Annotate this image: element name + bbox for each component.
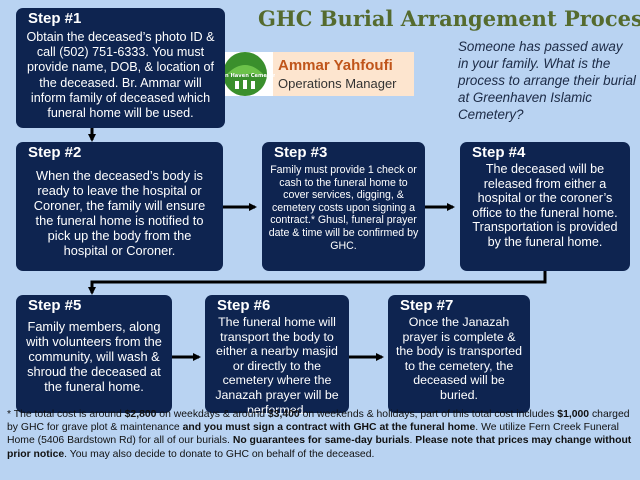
step-5-box: Step #5 Family members, along with volun… [16,295,172,413]
step-3-box: Step #3 Family must provide 1 check or c… [262,142,425,271]
step-5-text: Family members, along with volunteers fr… [26,319,162,394]
cemetery-logo-icon: Green Haven Cemetery [211,50,280,98]
footnote-price-change-note: Please note that prices may change witho… [7,435,632,460]
step-2-box: Step #2 When the deceased’s body is read… [16,142,223,271]
footnote-part: * The total cost is around [7,409,125,420]
step-5-label: Step #5 [28,297,82,314]
footnote-part: . You may also decide to donate to GHC o… [64,448,375,460]
footnote-part: on weekdays & around [156,409,268,420]
step-1-text: Obtain the deceased’s photo ID & call (5… [26,30,215,121]
contact-name: Ammar Yahfoufi [278,57,393,74]
footnote-contract-note: and you must sign a contract with GHC at… [182,422,476,434]
footnote-part: on weekends & holidays, part of this tot… [299,409,558,420]
step-7-text: Once the Janazah prayer is complete & th… [395,315,523,402]
step-4-text: The deceased will be released from eithe… [472,162,618,249]
step-2-label: Step #2 [28,144,82,161]
step-1-label: Step #1 [28,10,82,27]
step-2-text: When the deceased’s body is ready to lea… [33,168,206,258]
footnote: * The total cost is around $2,800 on wee… [7,408,635,461]
step-7-box: Step #7 Once the Janazah prayer is compl… [388,295,530,413]
intro-question: Someone has passed away in your family. … [458,39,636,122]
step-1-box: Step #1 Obtain the deceased’s photo ID &… [16,8,225,128]
step-4-label: Step #4 [472,144,526,161]
step-6-label: Step #6 [217,297,271,314]
step-6-box: Step #6 The funeral home will transport … [205,295,349,417]
contact-role: Operations Manager [278,76,397,91]
svg-text:Green Haven Cemetery: Green Haven Cemetery [215,73,275,79]
footnote-part: . [409,435,416,447]
footnote-weekday-cost: $2,800 [124,409,157,420]
footnote-weekend-cost: $3,400 [267,409,300,420]
arrow-step4-to-step5 [88,271,547,295]
step-7-label: Step #7 [400,297,454,314]
footnote-ghc-charge: $1,000 [557,409,590,420]
step-6-text: The funeral home will transport the body… [215,315,339,417]
footnote-same-day-note: No guarantees for same-day burials [232,435,410,447]
footnote-part: charged by GHC for grave plot & maintena… [7,409,630,434]
step-3-text: Family must provide 1 check or cash to t… [268,164,419,252]
step-4-box: Step #4 The deceased will be released fr… [460,142,630,271]
step-3-label: Step #3 [274,144,328,161]
page-title: GHC Burial Arrangement Process [258,6,640,31]
footnote-part: . We utilize Fern Creek Funeral Home (54… [7,422,619,447]
